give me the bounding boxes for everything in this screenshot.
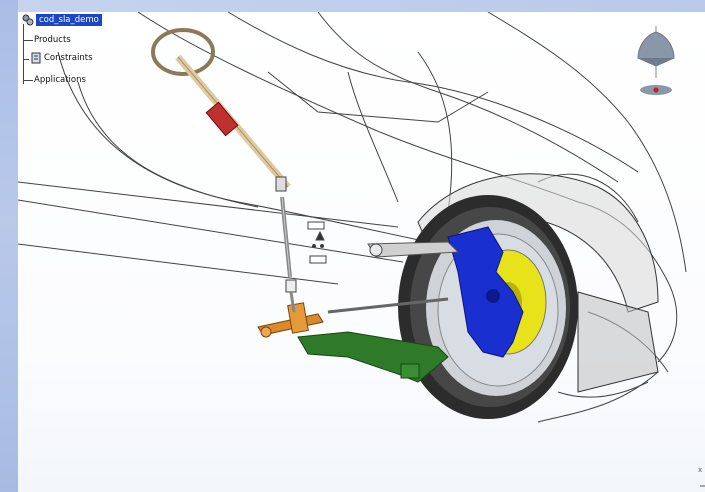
tree-root[interactable]: cod_sla_demo [22, 14, 102, 26]
constraints-icon [30, 52, 42, 64]
car-body-wireframe [18, 12, 687, 423]
axis-triad-icon: x [698, 466, 705, 488]
steering-boot [205, 101, 239, 137]
tree-item-applications[interactable]: Applications [34, 74, 86, 86]
compass-icon[interactable] [634, 26, 678, 102]
tree-item-label: Constraints [44, 53, 93, 63]
tree-item-constraints[interactable]: Constraints [30, 52, 93, 64]
car-assembly-scene[interactable] [18, 12, 705, 492]
top-frame [18, 0, 705, 12]
steering-wheel [151, 28, 215, 76]
product-root-icon [22, 14, 34, 26]
steering-column [151, 28, 297, 313]
tree-item-label: Products [34, 35, 71, 45]
3d-viewport[interactable]: x [18, 12, 705, 492]
bumper-panel [577, 291, 659, 393]
hub-carrier [447, 226, 524, 358]
axis-label: x [698, 466, 703, 474]
tie-rod [327, 297, 449, 314]
tree-item-label: Applications [34, 75, 86, 85]
tree-item-products[interactable]: Products [34, 34, 71, 46]
left-frame [0, 0, 18, 492]
constraint-markers [307, 221, 327, 264]
tree-root-label[interactable]: cod_sla_demo [36, 14, 102, 26]
